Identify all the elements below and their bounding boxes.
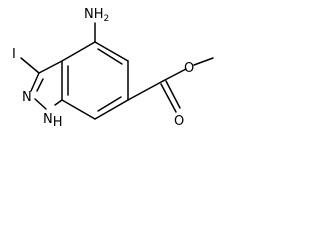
chemical-structure-diagram: NH2 I N NH O O — [12, 7, 214, 130]
bond-c7-c7a — [61, 99, 96, 120]
bond-oester-methyl — [193, 57, 214, 66]
bond-c6-c7 — [94, 99, 129, 120]
amine-main: NH — [84, 7, 104, 22]
carbonyl-oxygen-label: O — [174, 114, 184, 129]
bond-n2-n1 — [34, 98, 47, 110]
double-bond-c4-c5-inner — [97, 48, 123, 65]
bond-ccarbonyl-oester — [162, 68, 187, 82]
bond-c3a-c4 — [61, 41, 96, 62]
ring-nh-h: H — [53, 115, 63, 130]
bond-n1-c7a — [54, 99, 63, 106]
amine-label: NH2 — [84, 7, 109, 24]
bond-c3a-c3 — [38, 60, 63, 74]
ester-oxygen-label: O — [184, 61, 194, 76]
bond-c3-n2 — [30, 72, 40, 92]
amine-subscript: 2 — [104, 14, 110, 24]
double-bond-c6-c7-inner — [97, 96, 122, 112]
bond-carbonyl-double-1 — [160, 83, 177, 113]
bond-c6-ccarbonyl — [127, 80, 164, 101]
bond-c4-c5 — [94, 41, 129, 62]
bond-carbonyl-double-2 — [165, 80, 181, 109]
double-bond-c3-n2-inner — [36, 78, 44, 92]
ring-nh-label: NH — [43, 112, 63, 130]
ring-nitrogen-label: N — [22, 90, 32, 105]
ring-nh-main: N — [43, 112, 53, 127]
bond-c3-i — [20, 57, 40, 74]
iodine-label: I — [12, 47, 16, 62]
